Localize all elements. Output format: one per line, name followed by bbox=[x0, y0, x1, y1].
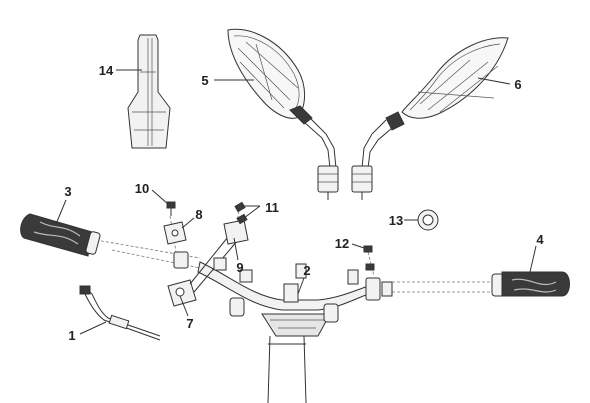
leader-lines bbox=[55, 69, 537, 335]
callout-8: 8 bbox=[195, 207, 202, 222]
right-grip bbox=[491, 271, 570, 297]
left-screw bbox=[166, 201, 176, 216]
left-grip bbox=[20, 213, 101, 257]
callouts: 1 2 3 4 5 6 7 8 9 10 11 12 13 14 bbox=[64, 63, 544, 343]
callout-9: 9 bbox=[236, 260, 243, 275]
callout-5: 5 bbox=[201, 73, 208, 88]
callout-6: 6 bbox=[514, 77, 521, 92]
right-mirror bbox=[351, 37, 509, 200]
callout-10: 10 bbox=[135, 181, 149, 196]
callout-1: 1 bbox=[68, 328, 75, 343]
left-clamp bbox=[163, 221, 189, 269]
callout-7: 7 bbox=[186, 316, 193, 331]
callout-12: 12 bbox=[335, 236, 349, 251]
switch-housing bbox=[213, 219, 253, 283]
handlebar bbox=[197, 261, 375, 403]
ring bbox=[417, 209, 439, 231]
right-screws bbox=[347, 245, 393, 301]
callout-2: 2 bbox=[303, 263, 310, 278]
throttle-cable bbox=[79, 285, 161, 341]
callout-11: 11 bbox=[265, 200, 279, 215]
cover-panel bbox=[127, 34, 171, 149]
callout-14: 14 bbox=[99, 63, 114, 78]
callout-3: 3 bbox=[64, 184, 71, 199]
left-mirror bbox=[227, 28, 339, 200]
callout-13: 13 bbox=[389, 213, 403, 228]
callout-4: 4 bbox=[536, 232, 544, 247]
